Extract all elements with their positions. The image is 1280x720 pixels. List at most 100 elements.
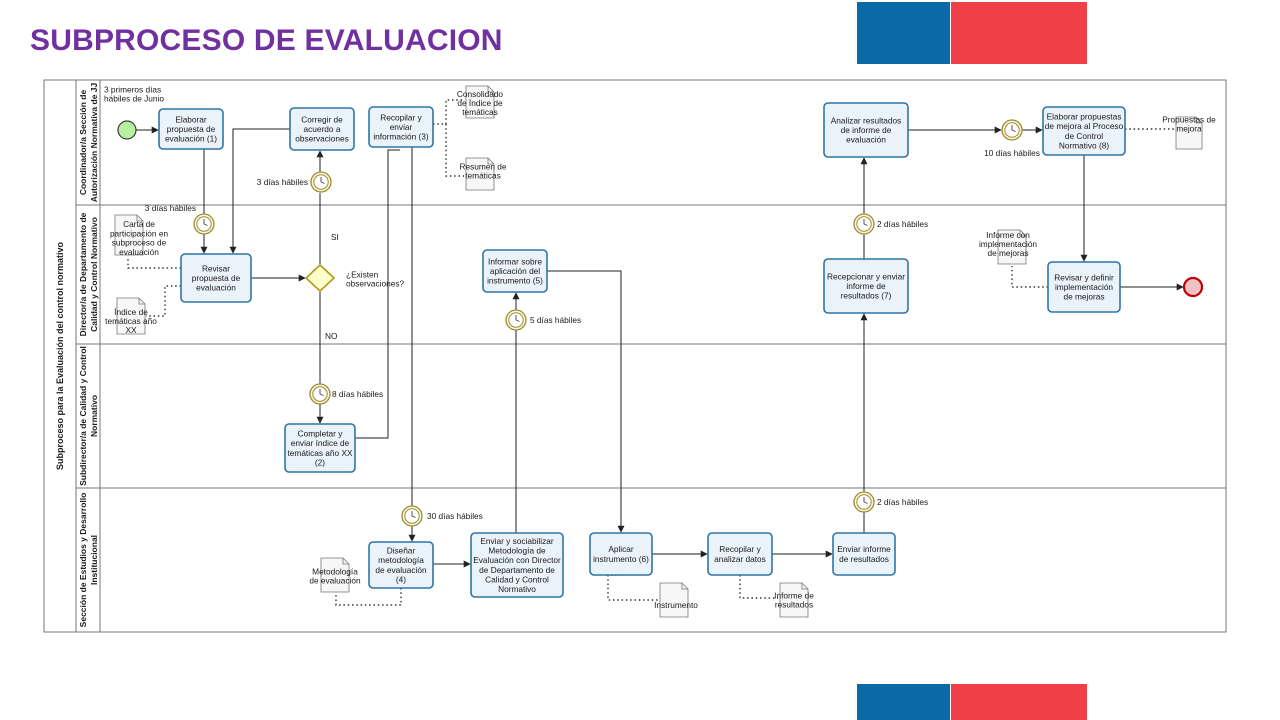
document-d_metodologia <box>320 557 350 593</box>
task-label: Metodología de <box>488 546 546 556</box>
flow-completar-to-recopilar <box>355 149 400 439</box>
task-label: Normativo <box>498 584 536 594</box>
task-label: Informar sobre <box>488 256 542 266</box>
timer-label: 10 días hábiles <box>984 148 1040 158</box>
timer-label: 30 días hábiles <box>427 511 483 521</box>
task-label: informe de <box>846 281 886 291</box>
task-label: implementación <box>1055 282 1113 292</box>
task-label: Completar y <box>298 429 344 439</box>
document-d_indice <box>116 297 146 335</box>
task-t_enviar_informe <box>832 532 896 576</box>
task-label: temáticas año XX <box>287 448 352 458</box>
document-fold-icon <box>487 158 494 165</box>
task-label: Recopilar y <box>380 112 422 122</box>
task-label: (4) <box>396 574 406 584</box>
task-label: de mejora al Proceso <box>1045 121 1124 131</box>
timer-label: 8 días hábiles <box>332 389 383 399</box>
end-event <box>1182 276 1204 298</box>
document-label: Resumen de <box>459 161 506 171</box>
task-t8 <box>1042 106 1126 156</box>
assoc-resumen <box>445 124 464 177</box>
task-label: Elaborar propuestas <box>1047 112 1122 122</box>
assoc-metodologia <box>335 588 402 606</box>
document-fold-icon <box>136 215 143 222</box>
task-label: evaluación <box>846 135 886 145</box>
task-label: resultados (7) <box>841 291 892 301</box>
document-label: temáticas año <box>105 316 157 326</box>
task-label: Evaluación con Director <box>473 555 561 565</box>
document-label: Índice de <box>114 307 148 317</box>
clock-hands-icon <box>515 315 520 322</box>
task-t_analizar <box>823 102 909 158</box>
task-label: información (3) <box>373 132 429 142</box>
document-label: subproceso de <box>112 238 167 248</box>
document-label: de mejoras <box>987 248 1028 258</box>
assoc-carta <box>127 257 181 269</box>
document-label: XX <box>125 325 137 335</box>
flag-stripe-blue-bottom <box>857 684 950 720</box>
task-label: Corregir de <box>301 114 343 124</box>
document-fold-icon <box>138 298 145 305</box>
document-fold-icon <box>801 583 808 590</box>
task-t7 <box>823 258 909 314</box>
document-fold-icon <box>487 86 494 93</box>
task-label: instrumento (5) <box>487 276 543 286</box>
task-label: Calidad y Control <box>485 574 549 584</box>
start-note: hábiles de Junio <box>104 94 164 104</box>
lane-label-subdirector: Normativo <box>89 395 99 437</box>
document-d_instrumento <box>659 582 689 618</box>
timer-label: 3 días hábiles <box>145 203 196 213</box>
document-label: Carta de <box>123 219 155 229</box>
task-label: Diseñar <box>387 546 416 556</box>
task-t2 <box>284 423 356 473</box>
task-label: acuerdo a <box>304 124 341 134</box>
lane-label-subdirector: Subdirector/a de Calidad y Control <box>78 346 88 486</box>
flow-informar-to-aplicar <box>547 270 625 533</box>
task-label: Enviar y sociabilizar <box>480 536 554 546</box>
task-label: analizar datos <box>714 554 766 564</box>
document-fold-icon <box>1195 117 1202 124</box>
timer-label: 3 días hábiles <box>257 177 308 187</box>
document-label: Propuestas de <box>1162 114 1216 124</box>
clock-hands-icon <box>1011 125 1016 132</box>
clock-hands-icon <box>863 497 868 504</box>
document-label: temáticas <box>465 171 501 181</box>
task-label: propuesta de <box>192 273 241 283</box>
document-label: de Índice de <box>457 98 503 108</box>
document-label: mejora <box>1176 124 1202 134</box>
gateway-question: ¿Existen <box>346 269 379 279</box>
document-d_informe_res <box>779 582 809 618</box>
document-d_consolidado <box>465 85 495 119</box>
task-label: Recopilar y <box>719 544 761 554</box>
task-label: observaciones <box>295 134 349 144</box>
task-label: evaluación <box>196 283 236 293</box>
flag-stripe-red-bottom <box>951 684 1087 720</box>
task-label: Aplicar <box>608 544 634 554</box>
task-label: metodología <box>378 555 424 565</box>
task-label: enviar índice de <box>291 438 350 448</box>
task-label: aplicación del <box>490 266 540 276</box>
task-label: Elaborar <box>175 114 207 124</box>
task-t4 <box>368 541 434 589</box>
document-label: resultados <box>775 600 813 610</box>
assoc-informe-resultados <box>739 575 778 599</box>
clock-hands-icon <box>320 177 325 184</box>
task-label: de resultados <box>839 554 889 564</box>
task-label: instrumento (6) <box>593 554 649 564</box>
document-label: de evaluación <box>309 576 361 586</box>
flag-stripe-blue-top <box>857 2 950 64</box>
document-label: Informe con <box>986 230 1030 240</box>
task-label: Enviar informe <box>837 544 891 554</box>
document-d_informe_impl <box>997 229 1027 265</box>
task-t1 <box>158 108 224 150</box>
lane-label-director: Calidad y Control Normativo <box>89 217 99 332</box>
clock-hands-icon <box>319 389 324 396</box>
task-label: Normativo (8) <box>1059 140 1109 150</box>
task-label: Analizar resultados <box>831 115 902 125</box>
pool-label: Subproceso para la Evaluación del contro… <box>55 241 65 470</box>
task-label: de Control <box>1065 131 1103 141</box>
gateway-yes-label: SI <box>331 232 339 242</box>
task-label: (2) <box>315 457 325 467</box>
task-label: Recepcionar y enviar <box>827 271 905 281</box>
lane-label-coord: Autorización Normativa de JJ <box>89 82 99 202</box>
